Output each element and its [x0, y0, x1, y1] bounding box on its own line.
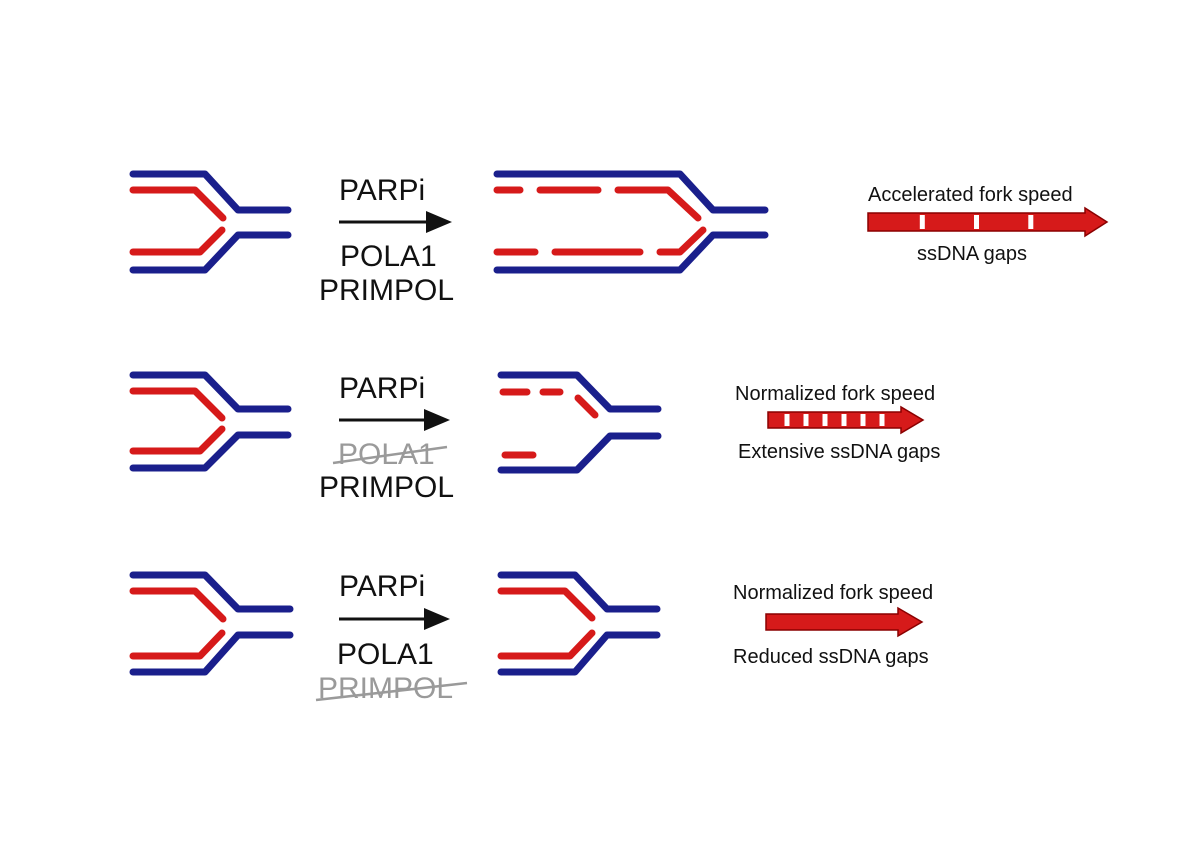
ssdna-gap-mark — [784, 414, 790, 426]
nascent-strand-top — [129, 186, 227, 222]
parental-strand-top — [497, 571, 661, 613]
parental-strand-top — [129, 170, 292, 214]
fork-before-3 — [129, 571, 294, 676]
factor-primpol: PRIMPOL — [319, 471, 454, 504]
nascent-strand-top — [497, 587, 596, 622]
ssdna-gap-mark — [879, 414, 885, 426]
factor-pola1-struck: POLA1 — [332, 438, 448, 471]
row-3: PARPi POLA1 PRIMPOL Normalized fork spee… — [129, 570, 933, 705]
factor-pola1: POLA1 — [337, 638, 434, 671]
factor-pola1: POLA1 — [340, 240, 437, 273]
parental-strand-bottom — [493, 231, 769, 274]
treatment-label: PARPi — [339, 372, 425, 405]
parental-strand-bottom — [129, 431, 292, 472]
parental-strand-bottom — [129, 231, 292, 274]
ssdna-gap-mark — [974, 215, 979, 229]
nascent-strand-bottom — [129, 226, 226, 256]
nascent-fragment — [574, 394, 599, 419]
parental-strand-bottom — [497, 631, 661, 676]
strikethrough — [332, 445, 448, 465]
ssdna-gap-mark — [860, 414, 866, 426]
gap-label: ssDNA gaps — [917, 243, 1027, 265]
fork-speed-arrow — [767, 405, 925, 435]
nascent-strand-top — [129, 387, 226, 422]
treatment-arrow — [339, 211, 452, 233]
ssdna-gap-mark — [1028, 215, 1034, 229]
fork-before-2 — [129, 371, 292, 472]
treatment-arrow — [339, 409, 450, 431]
parental-strand-top — [129, 371, 292, 413]
factor-primpol: PRIMPOL — [319, 274, 454, 307]
row-1: PARPi POLA1 PRIMPOL Accelerated fork spe… — [129, 170, 1109, 307]
speed-arrow-body — [867, 206, 1109, 238]
ssdna-gap-mark — [822, 414, 828, 426]
speed-label: Normalized fork speed — [733, 582, 933, 604]
fork-after-2 — [497, 371, 662, 474]
nascent-fragment — [614, 186, 702, 222]
parental-strand-top — [497, 371, 662, 413]
nascent-strand-bottom — [497, 629, 596, 660]
nascent-strand-top — [129, 587, 227, 623]
parental-strand-bottom — [129, 631, 294, 676]
factor-primpol: PRIMPOL — [318, 672, 453, 705]
row-2: PARPi POLA1 PRIMPOL Normalized fork spee… — [129, 371, 940, 504]
fork-after-1 — [493, 170, 769, 274]
ssdna-gap-mark — [803, 414, 809, 426]
parental-strand-top — [493, 170, 769, 214]
nascent-fragment — [656, 226, 707, 256]
ssdna-gap-mark — [919, 215, 925, 229]
treatment-label: PARPi — [339, 570, 425, 603]
strikethrough — [315, 681, 468, 702]
speed-label: Accelerated fork speed — [868, 184, 1073, 206]
treatment-label: PARPi — [339, 174, 425, 207]
fork-after-3 — [497, 571, 661, 676]
treatment-arrow — [339, 608, 450, 630]
speed-arrow-body — [765, 606, 924, 638]
fork-speed-arrow — [765, 606, 924, 638]
gap-label: Extensive ssDNA gaps — [738, 441, 940, 463]
parental-strand-top — [129, 571, 294, 613]
nascent-strand-bottom — [129, 425, 226, 455]
gap-label: Reduced ssDNA gaps — [733, 646, 929, 668]
nascent-strand-bottom — [129, 629, 226, 660]
parental-strand-bottom — [497, 432, 662, 474]
ssdna-gap-mark — [841, 414, 847, 426]
fork-before-1 — [129, 170, 292, 274]
speed-label: Normalized fork speed — [735, 383, 935, 405]
fork-speed-arrow — [867, 206, 1109, 238]
factor-primpol-struck: PRIMPOL — [315, 672, 468, 705]
